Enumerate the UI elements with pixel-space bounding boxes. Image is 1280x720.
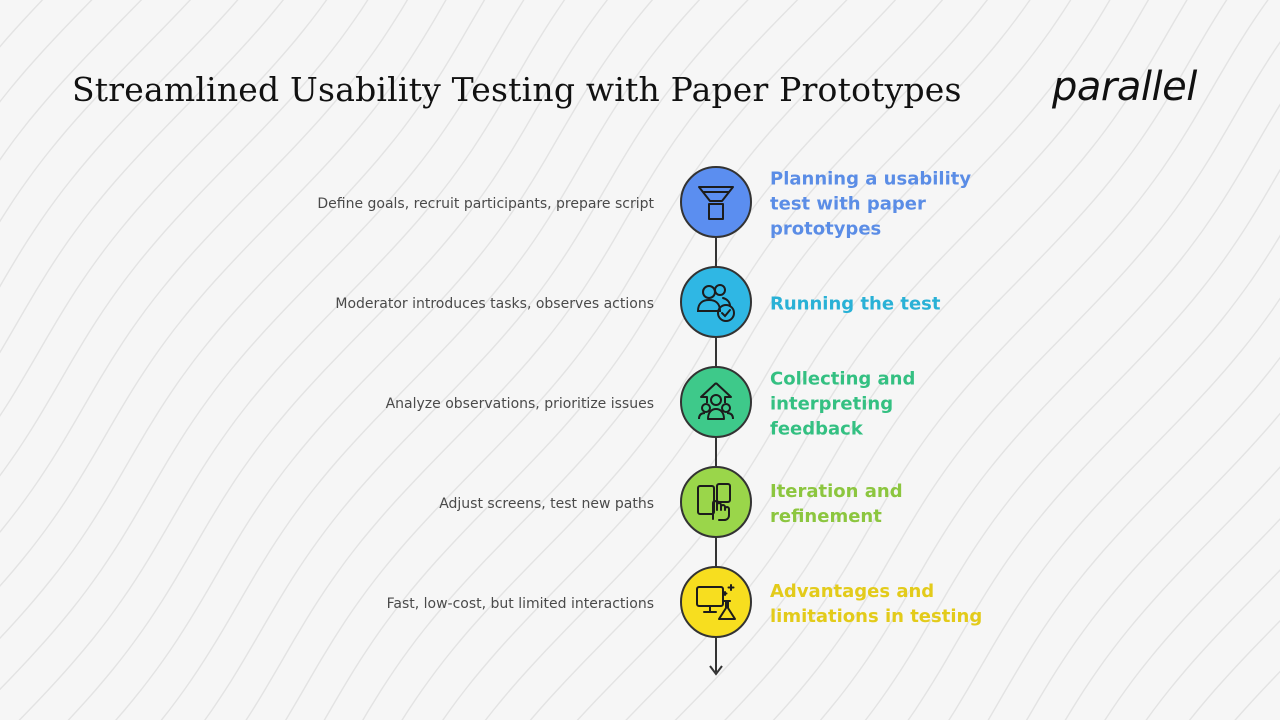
background-wave-line: [401, 0, 989, 720]
background-wave-line: [674, 0, 1228, 720]
background-wave-line: [18, 0, 566, 720]
background-wave-line: [1064, 466, 1280, 720]
background-wave-line: [0, 0, 285, 354]
background-wave-line: [115, 0, 654, 720]
background-wave-line: [0, 0, 143, 161]
step-title: Collecting and interpreting feedback: [770, 368, 916, 440]
background-wave-line: [1104, 518, 1280, 720]
background-wave-line: [529, 0, 1111, 720]
step-description: Moderator introduces tasks, observes act…: [335, 296, 654, 312]
background-wave-line: [772, 41, 1280, 720]
background-wave-line: [907, 234, 1280, 720]
step-title: Advantages and limitations in testing: [770, 581, 983, 627]
step-description: Analyze observations, prioritize issues: [385, 396, 654, 412]
background-wave-line: [204, 0, 749, 720]
background-wave-line: [724, 0, 1269, 720]
background-wave-line: [0, 0, 409, 534]
step-title: Running the test: [770, 293, 941, 315]
step-iteration: Adjust screens, test new paths Iteration…: [0, 464, 1280, 544]
background-wave-line: [819, 103, 1280, 720]
background-wave-line: [67, 0, 609, 720]
background-wave-line: [0, 0, 328, 417]
step-advantages: Fast, low-cost, but limited interactions…: [0, 564, 1280, 644]
background-wave-line: [1025, 412, 1280, 720]
step-title: Iteration and refinement: [770, 481, 903, 527]
background-wave-line: [864, 168, 1280, 720]
flow-arrowhead: [709, 665, 723, 676]
background-wave-line: [284, 0, 848, 720]
step-circle: [680, 566, 752, 638]
background-wave-line: [576, 0, 1150, 720]
background-wave-line: [0, 0, 525, 691]
step-planning: Define goals, recruit participants, prep…: [0, 164, 1280, 244]
background-wave-line: [0, 0, 192, 223]
background-wave-line: [0, 0, 486, 640]
background-wave-line: [484, 0, 1072, 720]
step-feedback: Analyze observations, prioritize issues …: [0, 364, 1280, 444]
step-circle: [680, 266, 752, 338]
users-check-icon: [696, 284, 735, 322]
background-wave-line: [245, 0, 799, 720]
step-description: Fast, low-cost, but limited interactions: [386, 596, 654, 612]
background-wave-line: [442, 0, 1031, 720]
brand-logo: parallel: [1052, 64, 1197, 110]
touch-screens-icon: [697, 483, 731, 521]
step-circle: [680, 366, 752, 438]
step-description: Adjust screens, test new paths: [439, 496, 654, 512]
background-wave-line: [0, 0, 447, 587]
background-wave-line: [362, 0, 944, 720]
background-wave-line: [0, 0, 369, 477]
funnel-icon: [698, 186, 734, 220]
background-wave-line: [0, 0, 239, 288]
step-circle: [680, 166, 752, 238]
step-circle: [680, 466, 752, 538]
background-wave-line: [160, 0, 701, 720]
computer-flask-icon: [696, 584, 736, 620]
group-growth-icon: [698, 382, 734, 420]
step-title: Planning a usability test with paper pro…: [770, 168, 972, 240]
page-title: Streamlined Usability Testing with Paper…: [72, 70, 962, 109]
step-running: Moderator introduces tasks, observes act…: [0, 264, 1280, 344]
background-wave-line: [948, 297, 1280, 720]
background-wave-line: [987, 356, 1280, 720]
background-wave-line: [1145, 569, 1280, 720]
step-description: Define goals, recruit participants, prep…: [317, 196, 654, 212]
background-wave-line: [323, 0, 897, 720]
